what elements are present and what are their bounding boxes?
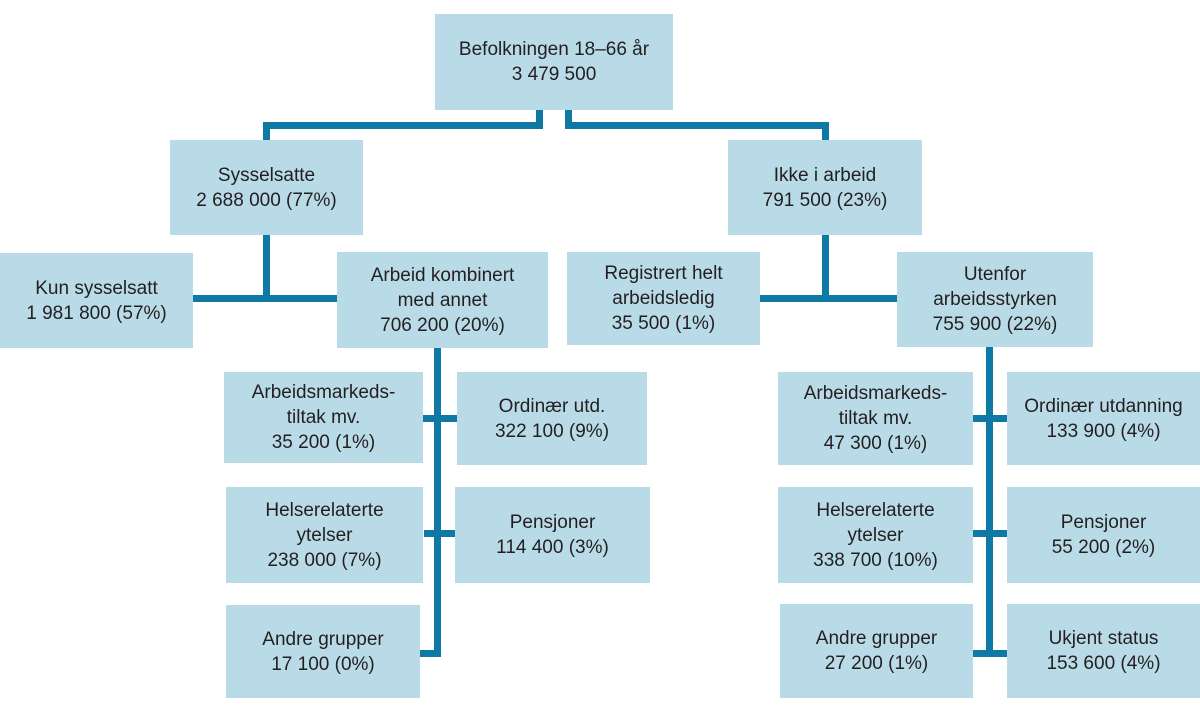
node-label: Andre grupper — [262, 628, 384, 650]
node-arbeidsmarkedstiltak-right: Arbeidsmarkeds- tiltak mv. 47 300 (1%) — [778, 372, 973, 465]
node-label: Registrert helt arbeidsledig — [604, 263, 723, 309]
node-value: 1 981 800 (57%) — [26, 302, 167, 324]
node-andre-grupper-right: Andre grupper 27 200 (1%) — [780, 604, 973, 698]
connector-right-row1-stub — [973, 415, 1007, 422]
connector-root-stub-right — [565, 110, 572, 129]
connector-right-row3-stub — [973, 650, 1007, 657]
node-ukjent-status: Ukjent status 153 600 (4%) — [1007, 604, 1200, 698]
node-pensjoner-right: Pensjoner 55 200 (2%) — [1007, 487, 1200, 583]
node-value: 17 100 (0%) — [271, 653, 375, 675]
connector-level3-horizontal-right — [760, 295, 897, 302]
node-label: Kun sysselsatt — [35, 277, 158, 299]
connector-right-trunk — [986, 347, 993, 657]
node-label: Ordinær utd. — [498, 395, 606, 417]
node-kun-sysselsatt: Kun sysselsatt 1 981 800 (57%) — [0, 253, 193, 348]
node-registrert-helt-arbeidsledig: Registrert helt arbeidsledig 35 500 (1%) — [567, 252, 760, 345]
node-label: Andre grupper — [815, 628, 938, 649]
node-value: 47 300 (1%) — [823, 433, 928, 454]
connector-level3-horizontal-left — [193, 295, 337, 302]
node-utenfor-arbeidsstyrken: Utenfor arbeidsstyrken 755 900 (22%) — [897, 252, 1093, 347]
node-befolkningen-18-66: Befolkningen 18–66 år 3 479 500 — [435, 14, 673, 110]
node-label: Ukjent status — [1048, 628, 1159, 649]
node-value: 791 500 (23%) — [762, 189, 888, 211]
connector-left-row1-stub — [423, 415, 457, 422]
node-value: 706 200 (20%) — [380, 314, 505, 336]
node-helserelaterte-ytelser-left: Helserelaterte ytelser 238 000 (7%) — [226, 487, 423, 583]
node-label: Pensjoner — [509, 512, 596, 533]
connector-right-row2-stub — [973, 530, 1007, 537]
node-label: Ordinær utdanning — [1024, 395, 1183, 417]
connector-root-elbow-left — [263, 122, 270, 140]
connector-sysselsatte-down — [263, 235, 270, 302]
connector-left-row3-stub — [420, 650, 441, 657]
node-helserelaterte-ytelser-right: Helserelaterte ytelser 338 700 (10%) — [778, 487, 973, 583]
node-label: Helserelaterte ytelser — [265, 499, 384, 546]
node-value: 755 900 (22%) — [932, 314, 1058, 335]
node-label: Ikke i arbeid — [773, 164, 877, 186]
node-value: 338 700 (10%) — [813, 549, 938, 571]
node-label: Arbeidsmarkeds- tiltak mv. — [803, 383, 948, 429]
node-ikke-i-arbeid: Ikke i arbeid 791 500 (23%) — [728, 140, 922, 235]
node-label: Arbeidsmarkeds- tiltak mv. — [251, 382, 396, 428]
connector-root-horizontal-left — [263, 122, 543, 129]
node-label: Befolkningen 18–66 år — [458, 39, 650, 60]
connector-left-row2-stub — [424, 530, 455, 537]
node-value: 35 200 (1%) — [271, 432, 376, 453]
node-value: 238 000 (7%) — [267, 549, 382, 571]
node-value: 2 688 000 (77%) — [196, 189, 337, 211]
node-arbeidsmarkedstiltak-left: Arbeidsmarkeds- tiltak mv. 35 200 (1%) — [224, 372, 423, 463]
node-value: 35 500 (1%) — [611, 313, 716, 334]
node-value: 27 200 (1%) — [824, 653, 929, 674]
node-value: 153 600 (4%) — [1046, 653, 1161, 674]
node-sysselsatte: Sysselsatte 2 688 000 (77%) — [170, 140, 363, 235]
node-arbeid-kombinert-med-annet: Arbeid kombinert med annet 706 200 (20%) — [337, 252, 548, 348]
connector-root-horizontal-right — [565, 122, 829, 129]
node-value: 133 900 (4%) — [1046, 420, 1161, 442]
node-ordinaer-utd: Ordinær utd. 322 100 (9%) — [457, 372, 647, 465]
node-value: 3 479 500 — [511, 64, 597, 85]
node-label: Arbeid kombinert med annet — [370, 264, 515, 311]
connector-left-trunk — [434, 348, 441, 657]
node-value: 55 200 (2%) — [1051, 537, 1156, 558]
node-label: Sysselsatte — [217, 164, 316, 186]
connector-root-stub-left — [536, 110, 543, 129]
node-label: Utenfor arbeidsstyrken — [933, 264, 1057, 310]
node-andre-grupper-left: Andre grupper 17 100 (0%) — [226, 605, 420, 698]
node-label: Pensjoner — [1060, 512, 1147, 533]
node-value: 322 100 (9%) — [494, 420, 610, 442]
node-ordinaer-utdanning: Ordinær utdanning 133 900 (4%) — [1007, 372, 1200, 465]
connector-root-elbow-right — [822, 122, 829, 140]
node-label: Helserelaterte ytelser — [816, 499, 935, 546]
node-value: 114 400 (3%) — [496, 537, 609, 558]
connector-ikke-i-arbeid-down — [822, 235, 829, 302]
node-pensjoner-left: Pensjoner 114 400 (3%) — [455, 487, 650, 583]
